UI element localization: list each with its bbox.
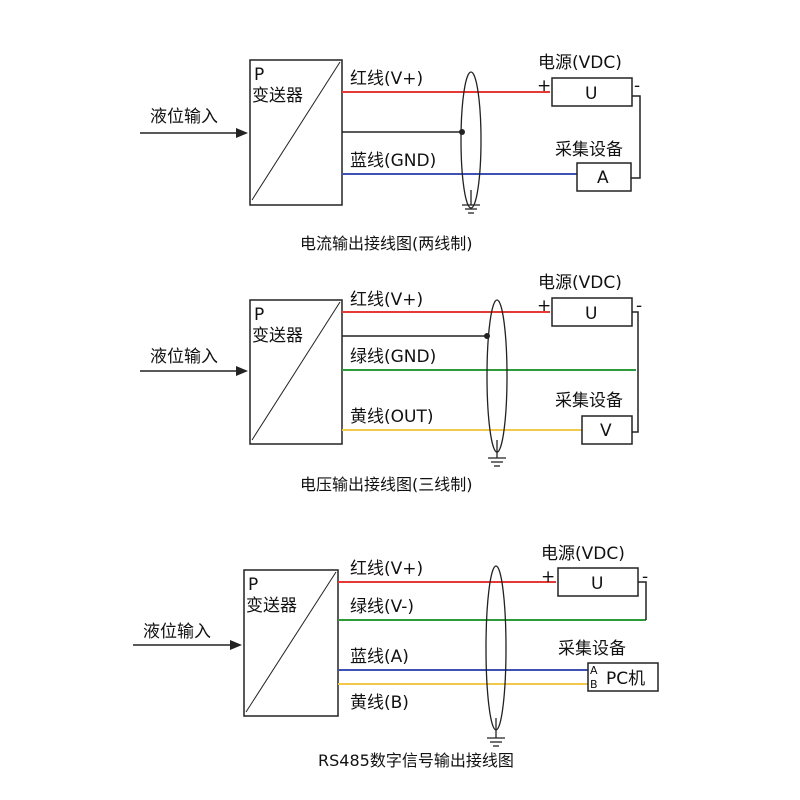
input-arrow-head [236, 128, 248, 138]
plus-sign: + [537, 296, 551, 316]
red-wire-label: 红线(V+) [350, 69, 423, 89]
red-wire-label: 红线(V+) [350, 290, 423, 310]
power-u: U [585, 84, 597, 104]
pc-port-b: B [590, 678, 598, 691]
input-label: 液位输入 [150, 347, 218, 367]
transmitter-name: 变送器 [252, 326, 303, 346]
transmitter-p: P [254, 305, 264, 325]
green-wire-label: 绿线(GND) [350, 347, 436, 367]
diagram-current-output: 液位输入 P 变送器 红线(V+) 蓝线(GND) 电源(VDC) + U - … [140, 53, 641, 253]
power-u: U [585, 304, 597, 324]
return-wire [631, 95, 641, 179]
input-label: 液位输入 [150, 107, 218, 127]
pc-label: PC机 [606, 669, 645, 689]
minus-sign: - [636, 296, 642, 316]
return-wire [632, 311, 639, 433]
cable-shield [460, 71, 482, 209]
blue-wire-label: 蓝线(GND) [350, 151, 436, 171]
transmitter-p: P [254, 65, 264, 85]
yellow-wire-label: 黄线(B) [350, 693, 409, 713]
blue-wire-label: 蓝线(A) [350, 647, 409, 667]
input-arrow-head [236, 366, 248, 376]
power-label: 电源(VDC) [538, 273, 622, 293]
minus-sign: - [634, 76, 640, 96]
shield-junction [459, 129, 465, 135]
pc-box [587, 662, 659, 692]
yellow-wire-label: 黄线(OUT) [350, 407, 433, 427]
voltmeter-label: V [600, 421, 612, 441]
transmitter-name: 变送器 [252, 86, 303, 106]
caption: 电压输出接线图(三线制) [300, 475, 473, 494]
ammeter-box [576, 162, 632, 192]
caption: RS485数字信号输出接线图 [318, 751, 514, 770]
diagram-rs485-output: 液位输入 P 变送器 红线(V+) 绿线(V-) 蓝线(A) 黄线(B) 电源(… [133, 544, 659, 770]
power-label: 电源(VDC) [541, 544, 625, 564]
input-label: 液位输入 [143, 622, 211, 642]
device-label: 采集设备 [555, 391, 623, 411]
voltmeter-box [581, 415, 633, 445]
return-wire [638, 581, 647, 620]
transmitter-box [243, 569, 339, 717]
power-box [551, 77, 633, 107]
power-box [551, 297, 633, 327]
minus-sign: - [642, 567, 648, 587]
transmitter-diagonal [251, 61, 341, 201]
red-wire-label: 红线(V+) [350, 559, 423, 579]
power-box [557, 567, 639, 597]
transmitter-p: P [248, 575, 258, 595]
pc-port-a: A [590, 664, 598, 677]
transmitter-diagonal [245, 571, 337, 713]
plus-sign: + [537, 76, 551, 96]
transmitter-name: 变送器 [246, 596, 297, 616]
ammeter-label: A [597, 168, 609, 188]
green-wire-label: 绿线(V-) [350, 597, 414, 617]
transmitter-diagonal [251, 301, 341, 441]
device-label: 采集设备 [558, 639, 626, 659]
diagram-voltage-output: 液位输入 P 变送器 红线(V+) 绿线(GND) 黄线(OUT) 电源(VDC… [140, 273, 642, 494]
plus-sign: + [541, 567, 555, 587]
caption: 电流输出接线图(两线制) [300, 234, 473, 253]
input-arrow-head [230, 640, 242, 650]
cable-shield [485, 565, 507, 731]
power-u: U [591, 574, 603, 594]
power-label: 电源(VDC) [538, 53, 622, 73]
device-label: 采集设备 [555, 140, 623, 160]
